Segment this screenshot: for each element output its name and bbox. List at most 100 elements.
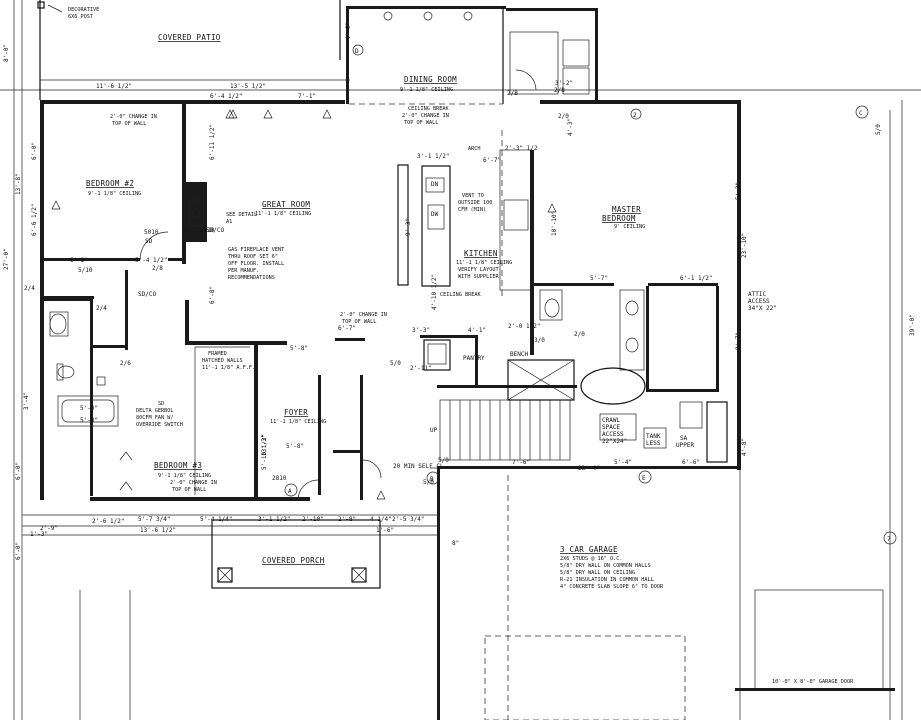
svg-text:5/0: 5/0	[390, 360, 401, 367]
svg-text:2: 2	[633, 112, 637, 119]
svg-text:5'-3": 5'-3"	[735, 182, 742, 200]
garage: 3 CAR GARAGE 2X6 STUDS @ 16" O.C. 5/8" D…	[437, 469, 897, 720]
svg-text:2/8: 2/8	[554, 87, 565, 94]
window-door-tags: 5010 5010 5/0 2/8 2/0 2/0 3/0 2810 5/0	[144, 87, 585, 486]
decorative-post-note: DECORATIVE	[68, 7, 99, 13]
svg-text:TOP OF WALL: TOP OF WALL	[172, 487, 206, 493]
svg-text:11'-1 1/8" A.F.F.: 11'-1 1/8" A.F.F.	[202, 365, 255, 371]
svg-text:2'-5 3/4": 2'-5 3/4"	[392, 516, 425, 523]
svg-text:6'-1 1/2": 6'-1 1/2"	[680, 275, 713, 282]
svg-text:E: E	[642, 475, 646, 482]
marker-d	[352, 44, 364, 56]
callout-markers: A B E	[225, 109, 652, 500]
svg-text:2'-0" CHANGE IN: 2'-0" CHANGE IN	[110, 114, 157, 120]
svg-text:27'-0": 27'-0"	[3, 248, 10, 270]
svg-text:13'-3": 13'-3"	[261, 434, 268, 456]
dimensions: 11'-6 1/2" 13'-5 1/2" 6'-4 1/2" 7'-1" 2'…	[30, 83, 700, 547]
bedroom-2-label: BEDROOM #2	[86, 179, 134, 188]
svg-text:22"X24": 22"X24"	[602, 438, 627, 445]
svg-text:SD: SD	[158, 401, 164, 407]
svg-text:11'-1 1/8" CEILING: 11'-1 1/8" CEILING	[255, 211, 311, 217]
svg-text:SD: SD	[145, 238, 153, 245]
svg-text:6'-4 1/2": 6'-4 1/2"	[210, 93, 243, 100]
covered-patio-label: COVERED PATIO	[158, 33, 221, 42]
svg-text:9' CEILING: 9' CEILING	[614, 224, 645, 230]
svg-text:6'-0": 6'-0"	[31, 142, 38, 160]
svg-text:3'-4": 3'-4"	[23, 392, 30, 410]
svg-text:2X6 STUDS @ 16" O.C.: 2X6 STUDS @ 16" O.C.	[560, 556, 622, 562]
svg-text:2'-6 1/2": 2'-6 1/2"	[92, 518, 125, 525]
svg-text:PANTRY: PANTRY	[463, 355, 485, 362]
svg-text:CEILING BREAK: CEILING BREAK	[440, 292, 481, 298]
svg-text:5/8" DRY WALL ON CEILING: 5/8" DRY WALL ON CEILING	[560, 570, 635, 576]
svg-text:ARCH: ARCH	[468, 146, 481, 152]
svg-text:OUTSIDE 100: OUTSIDE 100	[458, 200, 492, 206]
svg-text:2'-0" CHANGE IN: 2'-0" CHANGE IN	[402, 113, 449, 119]
svg-text:5'-10 1/2": 5'-10 1/2"	[261, 434, 268, 470]
laundry-area: 2/8 3'-2"	[506, 8, 598, 101]
foyer-label: FOYER	[284, 408, 308, 417]
svg-text:34"X 22": 34"X 22"	[748, 305, 777, 312]
svg-text:7: 7	[887, 536, 891, 543]
decorative-post-note-2: 6X6 POST	[68, 14, 93, 20]
svg-text:3'-2": 3'-2"	[555, 80, 573, 87]
svg-text:3'-1 1/2": 3'-1 1/2"	[258, 516, 291, 523]
svg-text:OVERRIDE SWITCH: OVERRIDE SWITCH	[136, 422, 183, 428]
svg-text:80CFM FAN W/: 80CFM FAN W/	[136, 415, 173, 421]
svg-text:5'-7 3/4": 5'-7 3/4"	[138, 516, 171, 523]
svg-text:23'-10": 23'-10"	[741, 233, 748, 258]
svg-text:FRAMED: FRAMED	[208, 351, 227, 357]
svg-text:8'-7": 8'-7"	[735, 332, 742, 350]
svg-text:5/0: 5/0	[438, 457, 449, 464]
svg-text:4'-3": 4'-3"	[567, 118, 574, 136]
marker-c	[855, 105, 869, 119]
svg-text:5'-7": 5'-7"	[590, 275, 608, 282]
svg-text:6'-6 1/2": 6'-6 1/2"	[31, 203, 38, 236]
svg-text:5'-4 1/2": 5'-4 1/2"	[135, 257, 168, 264]
svg-text:THRU ROOF SET 6": THRU ROOF SET 6"	[228, 254, 278, 260]
svg-text:5010: 5010	[144, 229, 159, 236]
svg-text:DELTA GERBOL: DELTA GERBOL	[136, 408, 173, 414]
svg-text:5/8" DRY WALL ON COMMON HALLS: 5/8" DRY WALL ON COMMON HALLS	[560, 563, 651, 569]
covered-patio: DECORATIVE 6X6 POST COVERED PATIO	[37, 0, 341, 100]
svg-text:TOP OF WALL: TOP OF WALL	[342, 319, 376, 325]
svg-text:WITH SUPPLIER: WITH SUPPLIER	[458, 274, 499, 280]
svg-text:11'-1 1/8" CEILING: 11'-1 1/8" CEILING	[456, 260, 512, 266]
svg-text:2'-8": 2'-8"	[338, 516, 356, 523]
svg-text:6'-7": 6'-7"	[338, 325, 356, 332]
garage-label: 3 CAR GARAGE	[560, 545, 618, 554]
svg-text:UPPER: UPPER	[676, 442, 694, 449]
svg-text:10'-10": 10'-10"	[551, 211, 558, 236]
svg-text:2'-0" CHANGE IN: 2'-0" CHANGE IN	[340, 312, 387, 318]
svg-text:6'-8": 6'-8"	[209, 286, 216, 304]
svg-text:2/4: 2/4	[96, 305, 107, 312]
master-label-1: MASTER	[612, 205, 641, 214]
svg-text:CRAWL: CRAWL	[602, 417, 620, 424]
svg-text:CEILING BREAK: CEILING BREAK	[408, 106, 449, 112]
svg-text:SD/CO: SD/CO	[206, 227, 224, 234]
svg-text:ACCESS: ACCESS	[602, 431, 624, 438]
svg-text:4'-10 1/2": 4'-10 1/2"	[431, 274, 438, 310]
covered-porch-label: COVERED PORCH	[262, 556, 325, 565]
svg-text:6'-0": 6'-0"	[15, 462, 22, 480]
svg-text:1'-3": 1'-3"	[30, 531, 48, 538]
svg-text:3'-3": 3'-3"	[412, 327, 430, 334]
marker-e	[638, 470, 652, 484]
svg-text:LESS: LESS	[646, 440, 661, 447]
svg-text:5'-8": 5'-8"	[290, 345, 308, 352]
svg-text:6'-0": 6'-0"	[15, 542, 22, 560]
dining-room-label: DINING ROOM	[404, 75, 457, 84]
svg-text:11'-1 1/8" CEILING: 11'-1 1/8" CEILING	[270, 419, 326, 425]
svg-text:ATTIC: ATTIC	[748, 291, 766, 298]
svg-text:RECOMMENDATIONS: RECOMMENDATIONS	[228, 275, 275, 281]
svg-text:4'-8": 4'-8"	[741, 438, 748, 456]
svg-text:7'-1": 7'-1"	[298, 93, 316, 100]
dining-room: D DINING ROOM 9'-1 1/8" CEILING CEILING …	[346, 6, 506, 126]
svg-text:B: B	[430, 476, 434, 483]
svg-text:OFF FLOOR. INSTALL: OFF FLOOR. INSTALL	[228, 261, 284, 267]
svg-text:6'-2": 6'-2"	[70, 257, 88, 264]
svg-text:8'-0": 8'-0"	[3, 44, 10, 62]
svg-text:DW: DW	[431, 211, 439, 218]
svg-text:C: C	[859, 110, 863, 117]
svg-text:TOP OF WALL: TOP OF WALL	[112, 121, 146, 127]
